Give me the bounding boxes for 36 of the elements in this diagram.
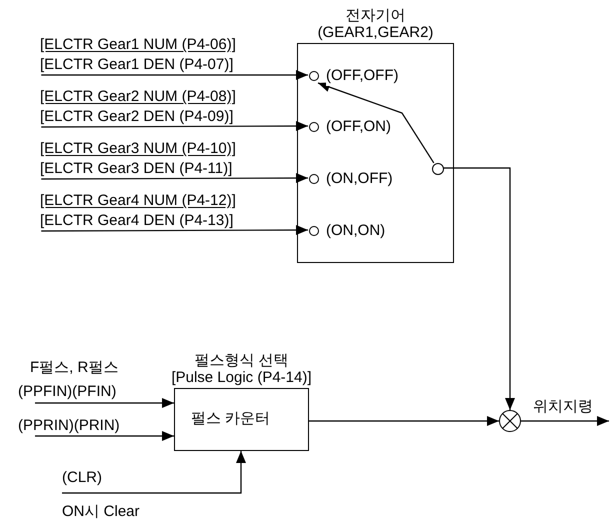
signal-label: (PPRIN)(PRIN) xyxy=(18,416,120,436)
contact-label: (ON,ON) xyxy=(326,221,386,241)
connector-arrow xyxy=(521,416,609,426)
heading-label: (GEAR1,GEAR2) xyxy=(318,24,434,41)
summing-junction xyxy=(499,410,521,432)
connector-arrow xyxy=(41,173,308,184)
heading-label: 전자기어 xyxy=(346,7,406,24)
signal-label: (PPFIN)(PFIN) xyxy=(18,382,116,402)
connector-arrow xyxy=(41,225,308,236)
connector-arrow xyxy=(35,431,174,441)
edge-label: 위치지령 xyxy=(533,397,593,417)
parameter-label: [ELCTR Gear2 NUM (P4-08)] xyxy=(40,87,236,107)
parameter-label: [ELCTR Gear1 NUM (P4-06)] xyxy=(40,35,236,55)
parameter-label: [ELCTR Gear4 DEN (P4-13)] xyxy=(40,211,234,231)
contact-label: (ON,OFF) xyxy=(326,169,393,189)
signal-label: F펄스, R펄스 xyxy=(29,358,118,378)
heading-label: 펄스형식 선택 xyxy=(194,352,289,369)
parameter-label: [ELCTR Gear4 NUM (P4-12)] xyxy=(40,191,236,211)
switch-lever xyxy=(318,82,434,164)
parameter-label: [ELCTR Gear3 DEN (P4-11)] xyxy=(40,159,232,179)
connector-arrow xyxy=(443,167,515,410)
connector-arrow xyxy=(35,398,174,408)
connector-arrow xyxy=(41,70,308,80)
connector-arrow xyxy=(309,416,499,426)
block-label: 펄스 카운터 xyxy=(191,409,270,430)
parameter-label: [ELCTR Gear2 DEN (P4-09)] xyxy=(40,107,234,127)
signal-note: ON시 Clear xyxy=(62,502,140,522)
connector-arrow xyxy=(62,451,246,494)
parameter-label: [ELCTR Gear1 DEN (P4-07)] xyxy=(40,55,234,75)
heading-label: [Pulse Logic (P4-14)] xyxy=(171,369,312,386)
parameter-label: [ELCTR Gear3 NUM (P4-10)] xyxy=(40,139,236,159)
connector-arrow xyxy=(41,121,308,132)
signal-label: (CLR) xyxy=(62,468,102,488)
contact-label: (OFF,ON) xyxy=(326,117,391,137)
contact-label: (OFF,OFF) xyxy=(326,66,398,86)
pivot-circle xyxy=(432,163,444,175)
